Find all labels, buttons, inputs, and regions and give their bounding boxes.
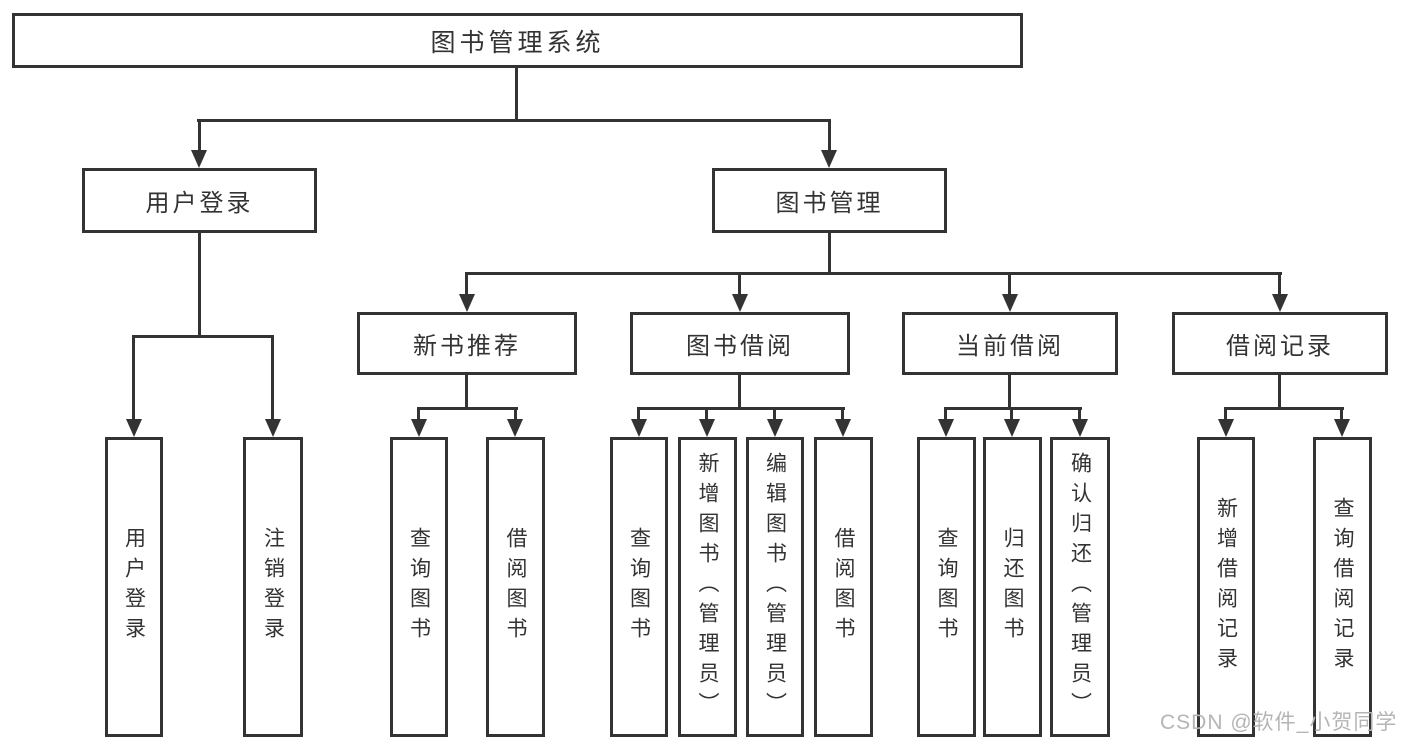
- node-root-system: 图书管理系统: [12, 13, 1023, 68]
- arrow-down-icon: [1002, 294, 1018, 312]
- connector-drop: [417, 407, 420, 419]
- leaf-return-book: 归还图书: [983, 437, 1042, 737]
- connector-bar: [1224, 407, 1344, 410]
- arrow-down-icon: [459, 294, 475, 312]
- connector-drop: [271, 335, 274, 419]
- csdn-watermark: CSDN @软件_小贺同学: [1160, 711, 1398, 734]
- node-borrowing-records: 借阅记录: [1172, 312, 1388, 375]
- connector-drop: [198, 119, 201, 150]
- arrow-down-icon: [1218, 419, 1234, 437]
- connector-stem: [515, 68, 518, 119]
- arrow-down-icon: [191, 150, 207, 168]
- node-current-borrowing: 当前借阅: [902, 312, 1118, 375]
- connector-drop: [1008, 272, 1011, 294]
- connector-bar: [637, 407, 845, 410]
- connector-drop: [1278, 272, 1281, 294]
- connector-drop: [944, 407, 947, 419]
- connector-drop: [773, 407, 776, 419]
- leaf-add-book-admin: 新增图书（管理员）: [678, 437, 737, 737]
- node-new-book-recommend: 新书推荐: [357, 312, 577, 375]
- leaf-recommend-query-book: 查询图书: [390, 437, 448, 737]
- connector-drop: [132, 335, 135, 419]
- connector-stem: [738, 375, 741, 407]
- connector-drop: [828, 119, 831, 150]
- node-book-management: 图书管理: [712, 168, 947, 233]
- leaf-borrowing-query-book: 查询图书: [610, 437, 668, 737]
- node-user-login: 用户登录: [82, 168, 317, 233]
- connector-bar: [132, 335, 274, 338]
- arrow-down-icon: [938, 419, 954, 437]
- arrow-down-icon: [821, 150, 837, 168]
- leaf-borrowing-borrow-book: 借阅图书: [814, 437, 873, 737]
- connector-drop: [1340, 407, 1343, 419]
- connector-drop: [514, 407, 517, 419]
- arrow-down-icon: [126, 419, 142, 437]
- arrow-down-icon: [732, 294, 748, 312]
- connector-bar: [417, 407, 518, 410]
- leaf-edit-book-admin: 编辑图书（管理员）: [746, 437, 804, 737]
- arrow-down-icon: [767, 419, 783, 437]
- connector-bar: [944, 407, 1082, 410]
- arrow-down-icon: [411, 419, 427, 437]
- arrow-down-icon: [507, 419, 523, 437]
- node-book-borrowing: 图书借阅: [630, 312, 850, 375]
- connector-bar: [465, 272, 1282, 275]
- connector-drop: [738, 272, 741, 294]
- connector-stem: [1278, 375, 1281, 407]
- arrow-down-icon: [631, 419, 647, 437]
- connector-drop: [1224, 407, 1227, 419]
- connector-stem: [465, 375, 468, 407]
- connector-drop: [841, 407, 844, 419]
- arrow-down-icon: [835, 419, 851, 437]
- connector-bar: [197, 119, 831, 122]
- leaf-recommend-borrow-book: 借阅图书: [486, 437, 545, 737]
- connector-drop: [465, 272, 468, 294]
- connector-drop: [637, 407, 640, 419]
- connector-stem: [198, 233, 201, 335]
- connector-stem: [1008, 375, 1011, 407]
- leaf-add-borrow-record: 新增借阅记录: [1197, 437, 1255, 737]
- arrow-down-icon: [265, 419, 281, 437]
- connector-drop: [1078, 407, 1081, 419]
- arrow-down-icon: [1272, 294, 1288, 312]
- leaf-query-borrow-record: 查询借阅记录: [1313, 437, 1372, 737]
- connector-stem: [828, 233, 831, 272]
- connector-drop: [1010, 407, 1013, 419]
- arrow-down-icon: [1334, 419, 1350, 437]
- arrow-down-icon: [1004, 419, 1020, 437]
- leaf-logout: 注销登录: [243, 437, 303, 737]
- connector-drop: [705, 407, 708, 419]
- leaf-user-login: 用户登录: [105, 437, 163, 737]
- leaf-current-query-book: 查询图书: [917, 437, 976, 737]
- arrow-down-icon: [699, 419, 715, 437]
- leaf-confirm-return-admin: 确认归还（管理员）: [1050, 437, 1110, 737]
- arrow-down-icon: [1072, 419, 1088, 437]
